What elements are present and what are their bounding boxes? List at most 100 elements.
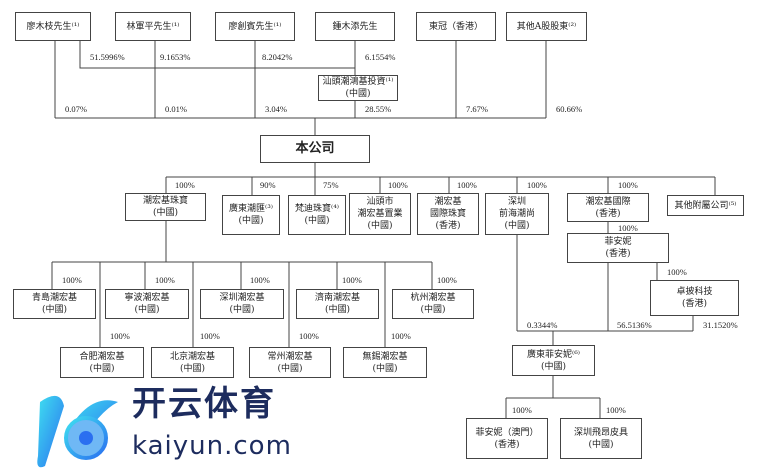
pct-label: 100% [388, 180, 408, 190]
label: 國際珠寶 [429, 209, 466, 219]
pct-label: 9.1653% [160, 52, 191, 62]
pct-label: 28.55% [365, 104, 392, 114]
branch-ningbo: 寧波潮宏基 (中國) [105, 289, 189, 319]
pct-label: 60.66% [556, 104, 583, 114]
sub-fianni-bottom: 菲安妮（澳門）(香港) [466, 418, 548, 459]
region: (中國) [420, 305, 446, 315]
pct-label: 100% [667, 267, 687, 277]
region: (中國) [324, 305, 351, 315]
label: 潮宏基 [434, 197, 462, 207]
pct-label: 100% [299, 331, 319, 341]
label: 本公司 [295, 141, 335, 156]
label: 卓披科技 [676, 287, 713, 297]
company-box: 本公司 [260, 135, 370, 163]
sub-gd-fianni: 廣東菲安妮⁽⁶⁾(中國) [512, 345, 595, 376]
pct-label: 100% [155, 275, 175, 285]
branch-changzhou: 常州潮宏基(中國) [249, 347, 331, 378]
pct-label: 100% [618, 180, 638, 190]
region: (香港) [494, 439, 520, 450]
shareholder-liao-chuangbin: 廖創賓先生⁽¹⁾ [215, 12, 295, 41]
region: (中國) [238, 216, 264, 226]
pct-label: 3.04% [265, 104, 287, 114]
region: (中國) [89, 363, 115, 374]
pct-label: 100% [62, 275, 82, 285]
label: 深圳飛昂皮具 [573, 427, 628, 438]
sub-chj-intl-jewelry: 潮宏基國際珠寶(香港) [417, 193, 479, 235]
region: (中國) [372, 363, 398, 374]
label: 梵迪珠寶⁽⁴⁾ [294, 204, 340, 214]
label: 潮宏基國際 [585, 196, 631, 207]
pct-label: 0.07% [65, 104, 87, 114]
label: 廖創賓先生⁽¹⁾ [228, 21, 282, 32]
label: 北京潮宏基 [169, 351, 215, 362]
sub-other: 其他附屬公司⁽⁵⁾ [667, 195, 744, 216]
region: (中國) [304, 216, 330, 226]
pct-label: 100% [618, 223, 638, 233]
label: 菲安妮（澳門） [475, 427, 539, 438]
shareholder-zhong-mutian: 鍾木添先生 [315, 12, 395, 41]
region: (中國) [179, 363, 206, 374]
label: 潮宏基珠寶 [142, 196, 188, 206]
sub-chj-jewelry: 潮宏基珠寶 (中國) [125, 193, 206, 221]
pct-label: 100% [250, 275, 270, 285]
watermark-logo: 开云体育 kaiyun.com [20, 384, 310, 474]
pct-label: 75% [323, 180, 339, 190]
label: 深圳 [507, 197, 526, 207]
pct-label: 8.2042% [262, 52, 293, 62]
branch-wuxi: 無錫潮宏基(中國) [343, 347, 427, 378]
sub-fianni-hk: 菲安妮(香港) [567, 233, 669, 263]
region: (中國) [152, 208, 179, 218]
label: 濟南潮宏基 [314, 293, 360, 303]
label: 前海潮尚 [498, 209, 535, 219]
sub-fandi: 梵迪珠寶⁽⁴⁾ (中國) [288, 195, 346, 235]
region: (中國) [41, 305, 68, 315]
label: 廣東菲安妮⁽⁶⁾ [526, 349, 581, 360]
branch-hefei: 合肥潮宏基(中國) [60, 347, 144, 378]
pct-label: 6.1554% [365, 52, 396, 62]
sub-shantou-property: 汕頭市潮宏基置業(中國) [349, 193, 411, 235]
label: 常州潮宏基 [267, 351, 313, 362]
branch-beijing: 北京潮宏基(中國) [151, 347, 234, 378]
pct-label: 100% [437, 275, 457, 285]
label: 廖木枝先生⁽¹⁾ [26, 21, 80, 32]
label: 寧波潮宏基 [124, 293, 170, 303]
pct-label: 100% [527, 180, 547, 190]
label: 合肥潮宏基 [79, 351, 125, 362]
label: 鍾木添先生 [332, 21, 378, 32]
sub-zhuopi: 卓披科技(香港) [650, 280, 739, 316]
pct-label: 0.3344% [527, 320, 558, 330]
region: (香港) [605, 249, 631, 259]
region: (中國) [277, 363, 303, 374]
label: 其他附屬公司⁽⁵⁾ [674, 200, 737, 211]
branch-shenzhen: 深圳潮宏基(中國) [200, 289, 284, 319]
sub-feiang: 深圳飛昂皮具(中國) [560, 418, 642, 459]
pct-label: 100% [512, 405, 532, 415]
label: 潮宏基置業 [357, 209, 403, 219]
label: 東冠（香港） [428, 21, 483, 32]
pct-label: 100% [457, 180, 477, 190]
pct-label: 31.1520% [703, 320, 738, 330]
pct-label: 56.5136% [617, 320, 652, 330]
pct-label: 100% [391, 331, 411, 341]
pct-label: 90% [260, 180, 276, 190]
region: (中國) [345, 89, 371, 99]
watermark-en: kaiyun.com [132, 431, 292, 461]
pct-label: 100% [110, 331, 130, 341]
shantou-investment-box: 汕頭潮鴻基投資⁽¹⁾(中國) [318, 75, 398, 101]
label: 汕頭市 [366, 197, 394, 207]
region: (中國) [134, 305, 160, 315]
sub-chj-intl: 潮宏基國際(香港) [567, 193, 649, 222]
shareholder-liao-muzhi: 廖木枝先生⁽¹⁾ [15, 12, 91, 41]
region: (香港) [595, 208, 621, 219]
label: 無錫潮宏基 [362, 351, 408, 362]
sub-gd-chaohui: 廣東潮匯⁽³⁾ (中國) [222, 195, 280, 235]
branch-hangzhou: 杭州潮宏基 (中國) [392, 289, 474, 319]
region: (中國) [504, 221, 530, 231]
shareholder-other-a: 其他A股股東⁽²⁾ [506, 12, 587, 41]
label: 杭州潮宏基 [410, 293, 456, 303]
label: 深圳潮宏基 [219, 293, 265, 303]
label: 廣東潮匯⁽³⁾ [228, 204, 274, 214]
label: 青島潮宏基 [31, 293, 77, 303]
